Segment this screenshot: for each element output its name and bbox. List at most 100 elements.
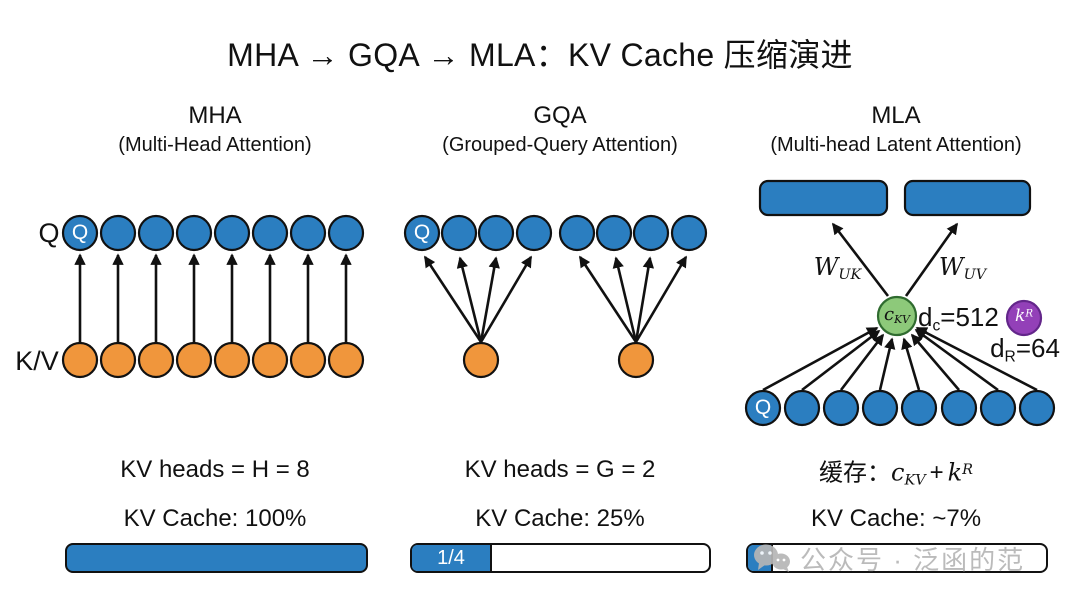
q-head-circle <box>251 214 289 252</box>
dc-sub: c <box>932 317 941 335</box>
mla-up-projection-arrows <box>831 222 959 297</box>
q-head-circle <box>822 389 860 427</box>
arrow <box>456 256 483 343</box>
arrow <box>915 326 1038 392</box>
cache-c-sub: KV <box>904 472 926 489</box>
kr-sup: R <box>1025 308 1033 320</box>
kv-head-circle <box>251 341 289 379</box>
mha-q-heads <box>61 214 365 252</box>
key-block <box>758 179 889 217</box>
arrow <box>762 326 879 392</box>
arrow <box>904 222 959 297</box>
q-head-circle <box>440 214 478 252</box>
mha-kv-heads <box>61 341 365 379</box>
q-head-circle <box>979 389 1017 427</box>
mha-attention-arrows <box>74 253 352 342</box>
kv-head-circle <box>137 341 175 379</box>
dc-base: d <box>918 302 933 332</box>
mha-kv-cache-text: KV Cache: 100% <box>123 505 307 532</box>
q-head-circle <box>477 214 515 252</box>
q-head-circle <box>327 214 365 252</box>
kv-head-circle <box>289 341 327 379</box>
arrow <box>801 329 881 392</box>
kv-head-circle <box>213 341 251 379</box>
mla-compress-arrows <box>762 326 1038 392</box>
q-head-circle <box>861 389 899 427</box>
q-head-circle <box>213 214 251 252</box>
arrow <box>831 222 890 297</box>
cache-k-base: k <box>947 458 963 487</box>
q-head-circle <box>137 214 175 252</box>
kv-head-circle <box>61 341 99 379</box>
column-header-mha: MHA (Multi-Head Attention) <box>40 102 390 157</box>
gqa-bar-fill-label: 1/4 <box>437 546 465 569</box>
cache-prefix: 缓存： <box>818 459 891 487</box>
q-head-circle <box>595 214 633 252</box>
kv-head-circle <box>99 341 137 379</box>
dr-sub: R <box>1004 348 1016 366</box>
q-head-circle <box>900 389 938 427</box>
slide-title: MHA → GQA → MLA：KV Cache 压缩演进 <box>227 37 853 73</box>
dr-base: d <box>990 333 1005 363</box>
ckv-label: cKV <box>873 304 921 326</box>
gqa-attention-arrows <box>423 255 688 343</box>
q-head-circle <box>515 214 553 252</box>
cache-k-sup: R <box>962 462 973 478</box>
q-head-circle <box>403 214 441 252</box>
q-head-circle <box>175 214 213 252</box>
column-header-gqa: GQA (Grouped-Query Attention) <box>385 102 735 157</box>
arrow <box>914 328 999 392</box>
mla-q-heads <box>744 389 1056 427</box>
mha-q-axis-label: Q <box>38 218 60 248</box>
kv-head-circle <box>462 341 500 379</box>
ckv-base: c <box>884 304 895 325</box>
q-head-circle <box>61 214 99 252</box>
mha-kv-heads-text: KV heads = H = 8 <box>120 456 310 483</box>
gqa-name: GQA <box>533 102 587 129</box>
gqa-kv-heads <box>462 341 655 379</box>
q-head-circle <box>289 214 327 252</box>
arrow <box>479 256 500 343</box>
cache-plus: + <box>929 459 944 487</box>
kr-base: k <box>1015 306 1026 326</box>
arrow <box>612 256 638 343</box>
gqa-cache-bar-fill: 1/4 <box>412 545 492 571</box>
arrow <box>634 256 655 343</box>
mha-cache-bar <box>65 543 368 573</box>
mla-output-blocks <box>758 179 1032 217</box>
w-uk-label: WUK <box>795 253 880 283</box>
q-head-circle <box>632 214 670 252</box>
arrow <box>839 333 885 391</box>
mha-subtitle: (Multi-Head Attention) <box>118 134 312 156</box>
wechat-icon <box>754 544 790 572</box>
mla-name: MLA <box>871 102 921 129</box>
cache-c-base: c <box>890 458 905 487</box>
dr-dim-label: dR=64 <box>960 333 1080 366</box>
arrow <box>901 337 921 391</box>
gqa-subtitle: (Grouped-Query Attention) <box>442 134 678 156</box>
q-head-circle <box>558 214 596 252</box>
q-head-circle <box>670 214 708 252</box>
gqa-first-q-label: Q <box>413 221 431 244</box>
mha-first-q-label: Q <box>71 221 89 244</box>
latent-ckv-circle <box>876 295 918 337</box>
gqa-q-heads <box>403 214 708 252</box>
w-uv-base: W <box>938 253 964 281</box>
dc-value: =512 <box>940 302 999 332</box>
gqa-kv-heads-text: KV heads = G = 2 <box>464 456 656 483</box>
arrow <box>423 255 483 343</box>
q-head-circle <box>744 389 782 427</box>
mha-name: MHA <box>188 102 242 129</box>
q-head-circle <box>940 389 978 427</box>
gqa-kv-cache-text: KV Cache: 25% <box>475 505 645 532</box>
kv-head-circle <box>175 341 213 379</box>
q-head-circle <box>1018 389 1056 427</box>
arrow <box>634 255 688 343</box>
q-head-circle <box>99 214 137 252</box>
mla-first-q-label: Q <box>754 396 772 419</box>
w-uk-sub: UK <box>838 267 862 284</box>
arrow <box>910 333 960 391</box>
w-uv-label: WUV <box>920 253 1005 283</box>
